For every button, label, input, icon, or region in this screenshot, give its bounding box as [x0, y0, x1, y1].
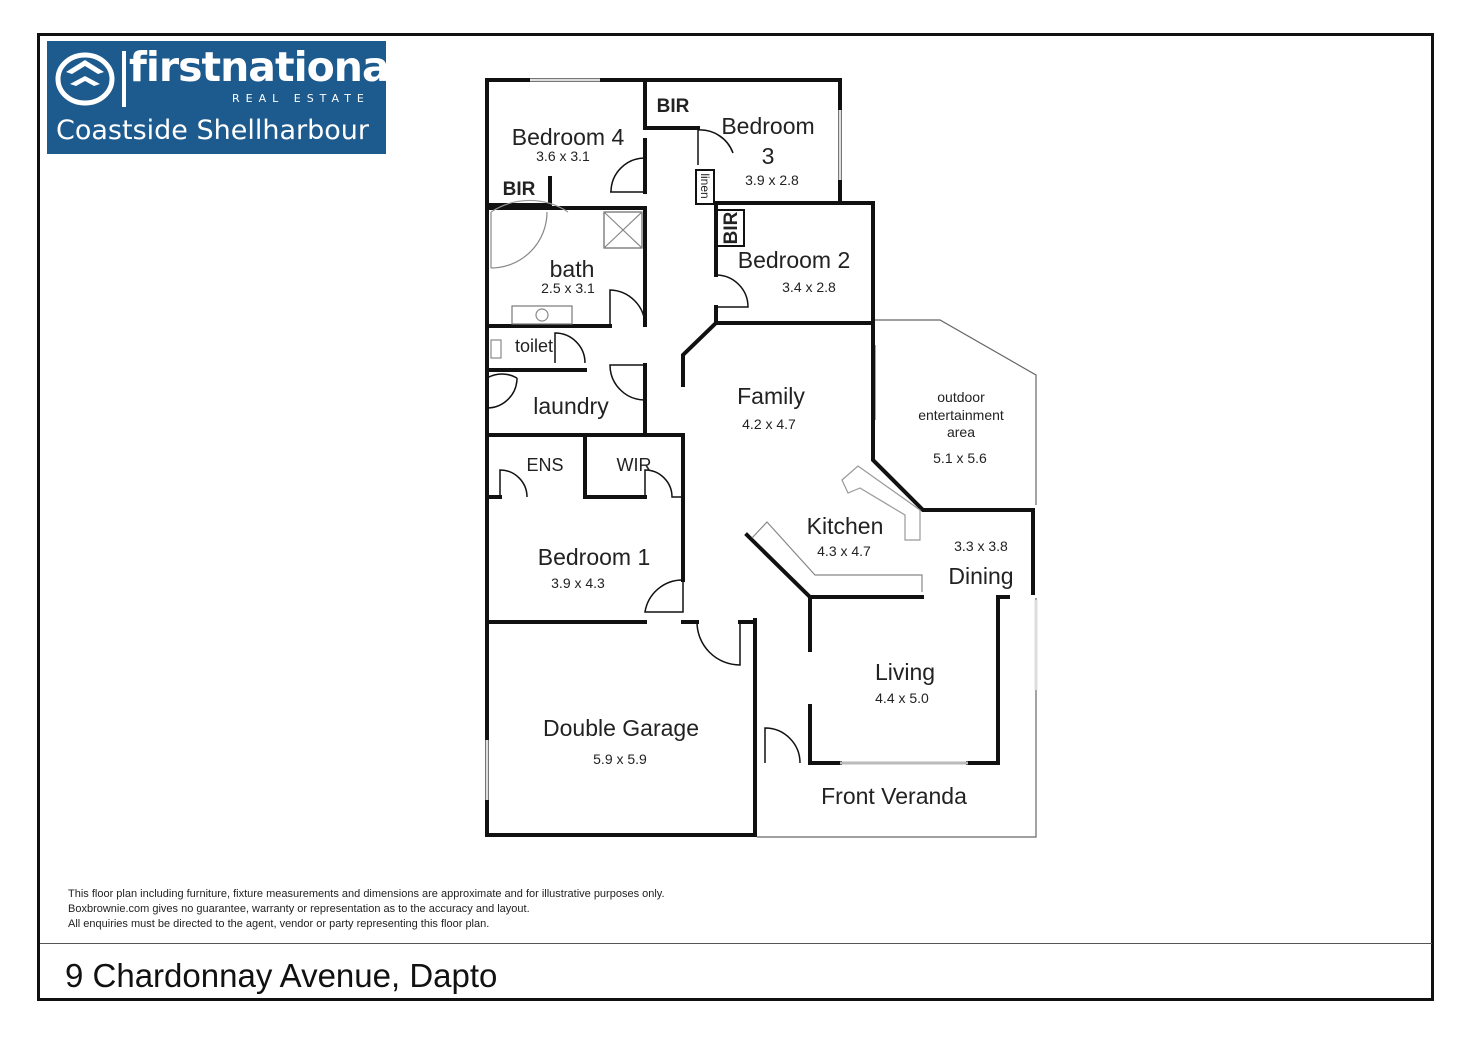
logo-tagline: REAL ESTATE	[232, 92, 370, 105]
family-size: 4.2 x 4.7	[742, 416, 796, 432]
outdoor-label-line1: outdoor	[937, 389, 985, 405]
property-address: 9 Chardonnay Avenue, Dapto	[65, 957, 498, 994]
garage-size: 5.9 x 5.9	[593, 751, 647, 767]
dining-label: Dining	[948, 563, 1013, 589]
toilet-label: toilet	[515, 336, 553, 356]
bedroom-4-label: Bedroom 4	[512, 124, 625, 150]
bedroom-3-bir-label: BIR	[657, 96, 690, 117]
outdoor-size: 5.1 x 5.6	[933, 450, 987, 466]
bedroom-4-bir-label: BIR	[503, 179, 536, 200]
dining-size: 3.3 x 3.8	[954, 538, 1008, 554]
disclaimer-line: All enquiries must be directed to the ag…	[68, 918, 490, 930]
kitchen-label: Kitchen	[807, 513, 884, 539]
disclaimer: This floor plan including furniture, fix…	[68, 887, 665, 932]
first-national-logo-icon	[55, 52, 115, 106]
logo-separator	[122, 51, 126, 107]
disclaimer-line: This floor plan including furniture, fix…	[68, 888, 665, 900]
wir-label: WIR	[617, 455, 652, 475]
agency-logo: firstnational REAL ESTATE Coastside Shel…	[47, 41, 403, 154]
linen-label: linen	[698, 173, 712, 198]
bedroom-4-size: 3.6 x 3.1	[536, 148, 590, 164]
footer-divider	[40, 943, 1432, 944]
bedroom-3-label-line1: Bedroom	[721, 113, 814, 139]
bath-size: 2.5 x 3.1	[541, 280, 595, 296]
ens-label: ENS	[526, 455, 563, 475]
bedroom-1-size: 3.9 x 4.3	[551, 575, 605, 591]
outdoor-label-line3: area	[947, 424, 975, 440]
windows-and-fixtures	[485, 78, 1038, 800]
kitchen-size: 4.3 x 4.7	[817, 543, 871, 559]
bedroom-2-label: Bedroom 2	[738, 247, 851, 273]
bedroom-2-bir-label: BIR	[721, 211, 742, 244]
family-label: Family	[737, 383, 805, 409]
doors	[486, 129, 801, 764]
living-label: Living	[875, 659, 935, 685]
bath-label: bath	[550, 256, 595, 282]
front-veranda-label: Front Veranda	[821, 783, 967, 809]
living-size: 4.4 x 5.0	[875, 690, 929, 706]
bedroom-2-size: 3.4 x 2.8	[782, 279, 836, 295]
outdoor-label-line2: entertainment	[918, 407, 1004, 423]
laundry-label: laundry	[533, 393, 609, 419]
logo-office-name: Coastside Shellharbour	[56, 115, 369, 146]
page-frame	[37, 33, 1434, 1001]
disclaimer-line: Boxbrownie.com gives no guarantee, warra…	[68, 903, 530, 915]
bedroom-1-label: Bedroom 1	[538, 544, 651, 570]
bedroom-3-label-line2: 3	[762, 143, 775, 169]
garage-label: Double Garage	[543, 715, 699, 741]
logo-brand-name: firstnational	[129, 43, 403, 91]
bedroom-3-size: 3.9 x 2.8	[745, 172, 799, 188]
